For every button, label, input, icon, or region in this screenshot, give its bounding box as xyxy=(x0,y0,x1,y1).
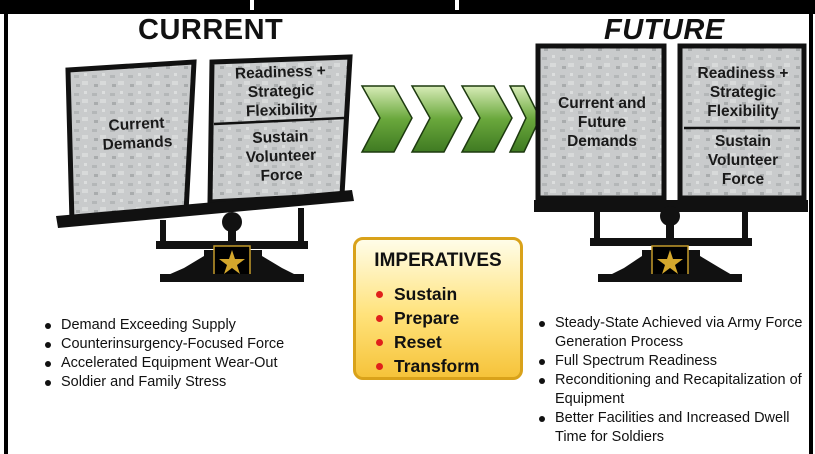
imperative-item: Transform xyxy=(374,354,480,378)
future-bullet-list: Steady-State Achieved via Army Force Gen… xyxy=(536,314,808,447)
army-logo-text: U.S.ARMY xyxy=(657,282,683,288)
current-bullet-item: Soldier and Family Stress xyxy=(42,373,362,392)
current-sustain-label: Sustain Volunteer Force xyxy=(245,128,317,185)
chevron-arrow-icon xyxy=(508,85,541,153)
current-bullet-item: Demand Exceeding Supply xyxy=(42,316,362,335)
imperative-item: Reset xyxy=(374,330,480,354)
current-bullet-item: Accelerated Equipment Wear-Out xyxy=(42,354,362,373)
future-readiness-label: Readiness + Strategic Flexibility xyxy=(697,65,789,120)
chevron-arrow-icon xyxy=(360,85,413,153)
future-readiness-panel xyxy=(677,43,807,201)
top-frame-bar xyxy=(0,0,815,14)
chevron-arrow-icon xyxy=(460,85,513,153)
future-bullet-item: Reconditioning and Recapitalization of E… xyxy=(536,371,808,409)
left-frame-line xyxy=(4,14,8,454)
transition-arrows xyxy=(360,85,541,153)
future-bullet-item: Better Facilities and Increased Dwell Ti… xyxy=(536,409,808,447)
right-frame-line xyxy=(809,14,813,454)
army-logo-text: U.S.ARMY xyxy=(219,282,245,288)
imperatives-list: Sustain Prepare Reset Transform xyxy=(374,282,480,378)
future-demands-label: Current and Future Demands xyxy=(558,95,646,150)
frame-notch xyxy=(455,0,459,10)
imperatives-box: IMPERATIVES Sustain Prepare Reset Transf… xyxy=(353,237,523,380)
future-scale xyxy=(534,43,808,282)
imperative-item: Prepare xyxy=(374,306,480,330)
future-sustain-label: Sustain Volunteer Force xyxy=(707,133,779,188)
frame-notch xyxy=(250,0,254,10)
current-scale xyxy=(56,54,354,282)
current-bullet-list: Demand Exceeding Supply Counterinsurgenc… xyxy=(42,316,362,392)
future-demands-panel xyxy=(535,43,667,201)
current-demands-label: Current Demands xyxy=(102,114,173,154)
imperative-item: Sustain xyxy=(374,282,480,306)
current-readiness-label: Readiness + Strategic Flexibility xyxy=(234,62,327,121)
future-bullet-item: Steady-State Achieved via Army Force Gen… xyxy=(536,314,808,352)
current-heading: CURRENT xyxy=(138,14,284,46)
imperatives-title: IMPERATIVES xyxy=(374,250,502,271)
current-bullet-item: Counterinsurgency-Focused Force xyxy=(42,335,362,354)
chevron-arrow-icon xyxy=(410,85,463,153)
future-bullet-item: Full Spectrum Readiness xyxy=(536,352,808,371)
future-heading: FUTURE xyxy=(604,14,725,46)
future-scale-beam xyxy=(534,200,808,212)
current-scale-beam xyxy=(56,190,354,228)
